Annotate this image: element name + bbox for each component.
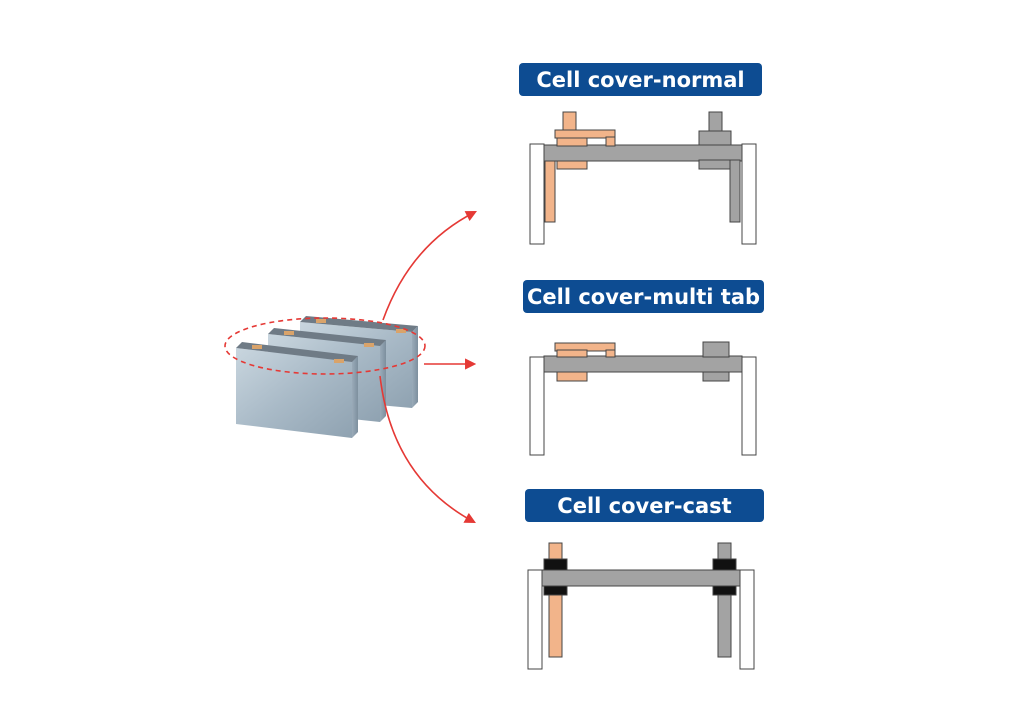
negative-seal-lower — [712, 585, 737, 596]
negative-seal-upper — [712, 558, 737, 571]
positive-terminal-post — [562, 111, 577, 132]
battery-cells-illustration — [224, 316, 426, 438]
can-wall-right — [739, 569, 755, 670]
negative-terminal-lower — [698, 159, 732, 170]
cover-plate — [541, 569, 741, 587]
positive-seal-lower — [543, 585, 568, 596]
negative-tab — [729, 159, 741, 223]
label-cell-cover-multi-tab: Cell cover-multi tab — [523, 280, 764, 313]
can-wall-right — [741, 356, 757, 456]
battery-cell-front — [236, 342, 358, 438]
cell-cover-normal-diagram — [529, 111, 757, 245]
positive-tab — [544, 159, 556, 223]
label-cell-cover-cast: Cell cover-cast — [525, 489, 764, 522]
can-wall-left — [529, 356, 545, 456]
can-wall-right — [741, 143, 757, 245]
cover-plate — [543, 355, 743, 373]
label-cell-cover-normal: Cell cover-normal — [519, 63, 762, 96]
arrow-to-normal — [382, 210, 477, 321]
positive-base — [556, 137, 588, 147]
arrow-to-cast — [379, 375, 476, 524]
cell-cover-highlight-ellipse — [224, 317, 426, 375]
positive-base — [556, 349, 588, 358]
can-wall-left — [527, 569, 543, 670]
negative-terminal-post — [708, 111, 723, 133]
can-wall-left — [529, 143, 545, 245]
positive-busbar-step — [605, 349, 616, 358]
negative-terminal-base — [702, 341, 730, 358]
cover-plate — [543, 144, 743, 162]
positive-seal-upper — [543, 558, 568, 571]
cell-cover-multi-tab-diagram — [529, 341, 757, 456]
cell-cover-cast-diagram — [527, 542, 755, 670]
negative-terminal-lower — [702, 371, 730, 382]
positive-busbar-step — [605, 136, 616, 147]
positive-terminal-lower — [556, 371, 588, 382]
negative-terminal-base — [698, 130, 732, 146]
